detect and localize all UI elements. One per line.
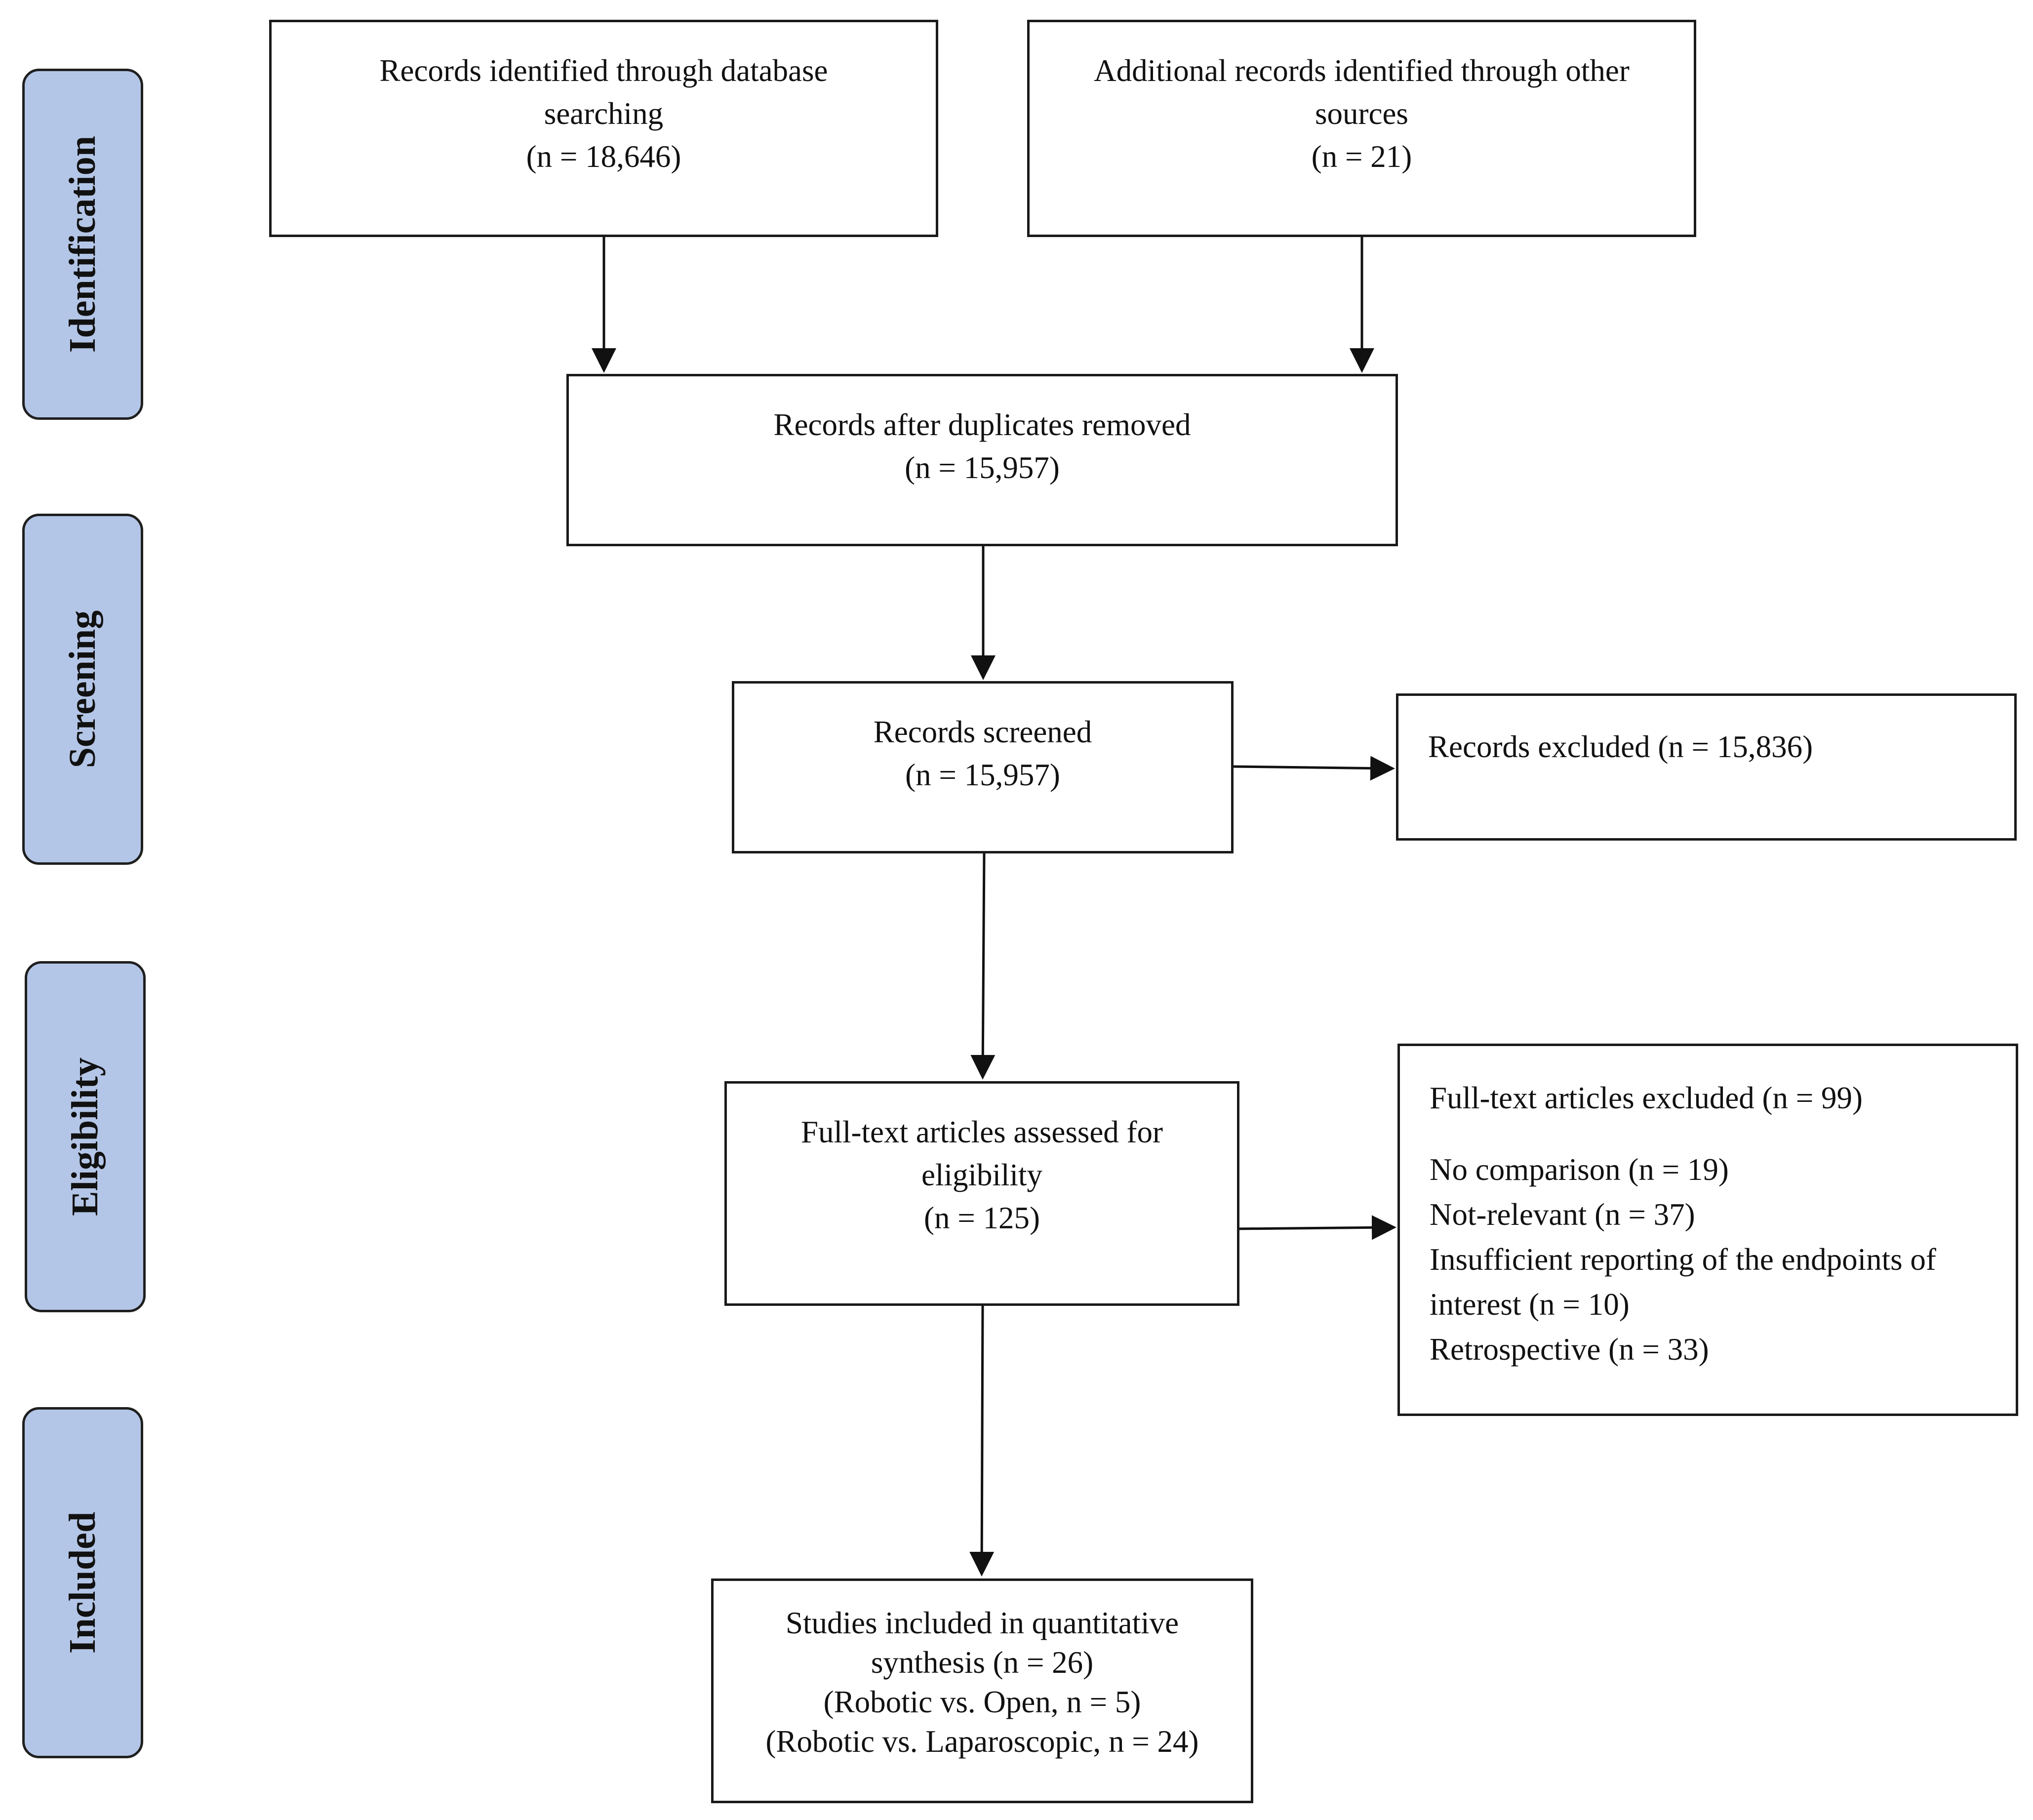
arrow-screened-to-fulltext xyxy=(970,852,996,1080)
exclusion-reason-4: interest (n = 10) xyxy=(1430,1287,1630,1322)
arrow-fulltext-to-excluded xyxy=(1238,1215,1396,1240)
box-records-excluded: Records excluded (n = 15,836) xyxy=(1396,693,2017,841)
box-fulltext-line-2: eligibility xyxy=(921,1158,1042,1192)
exclusion-reason-3: Insufficient reporting of the endpoints … xyxy=(1430,1242,1936,1277)
box-included-line-1: Studies included in quantitative xyxy=(785,1606,1179,1640)
box-included-line-2: synthesis (n = 26) xyxy=(871,1645,1094,1680)
box-records-excluded-line-1: Records excluded (n = 15,836) xyxy=(1428,729,1813,764)
arrow-fulltext-to-included xyxy=(969,1305,995,1577)
phase-identification: Identification xyxy=(22,69,143,420)
box-other-sources-line-3: (n = 21) xyxy=(1311,139,1412,174)
box-included-line-3: (Robotic vs. Open, n = 5) xyxy=(823,1685,1141,1719)
box-duplicates-line-2: (n = 15,957) xyxy=(905,450,1060,485)
box-included-line-4: (Robotic vs. Laparoscopic, n = 24) xyxy=(765,1724,1199,1759)
box-fulltext-excluded: Full-text articles excluded (n = 99) No … xyxy=(1397,1044,2018,1416)
phase-identification-label: Identification xyxy=(62,135,103,353)
exclusion-reason-5: Retrospective (n = 33) xyxy=(1430,1332,1709,1367)
box-records-screened: Records screened (n = 15,957) xyxy=(732,681,1234,853)
box-duplicates-removed: Records after duplicates removed (n = 15… xyxy=(566,374,1398,546)
box-records-other-sources: Additional records identified through ot… xyxy=(1027,20,1696,237)
box-fulltext-assessed: Full-text articles assessed for eligibil… xyxy=(724,1081,1239,1306)
box-screened-line-2: (n = 15,957) xyxy=(905,758,1060,792)
box-fulltext-line-3: (n = 125) xyxy=(924,1201,1040,1235)
box-other-sources-line-2: sources xyxy=(1315,96,1408,131)
phase-screening-label: Screening xyxy=(62,610,104,768)
exclusion-reason-2: Not-relevant (n = 37) xyxy=(1430,1197,1695,1232)
box-duplicates-line-1: Records after duplicates removed xyxy=(773,407,1191,442)
exclusion-reason-1: No comparison (n = 19) xyxy=(1430,1152,1729,1187)
box-records-database: Records identified through database sear… xyxy=(269,20,938,237)
box-fulltext-line-1: Full-text articles assessed for xyxy=(800,1115,1163,1149)
phase-screening: Screening xyxy=(22,514,143,865)
box-other-sources-line-1: Additional records identified through ot… xyxy=(1094,53,1630,88)
phase-included: Included xyxy=(22,1407,143,1758)
box-records-database-line-3: (n = 18,646) xyxy=(526,139,681,174)
phase-eligibility: Eligibility xyxy=(25,961,146,1312)
box-screened-line-1: Records screened xyxy=(873,715,1092,749)
box-records-database-line-1: Records identified through database xyxy=(379,53,828,88)
phase-eligibility-label: Eligibility xyxy=(64,1057,106,1216)
box-studies-included: Studies included in quantitative synthes… xyxy=(711,1578,1253,1803)
box-records-database-line-2: searching xyxy=(544,96,664,131)
box-fulltext-excluded-title: Full-text articles excluded (n = 99) xyxy=(1430,1081,1863,1115)
arrow-screened-to-excluded xyxy=(1232,756,1395,781)
phase-included-label: Included xyxy=(62,1511,104,1654)
